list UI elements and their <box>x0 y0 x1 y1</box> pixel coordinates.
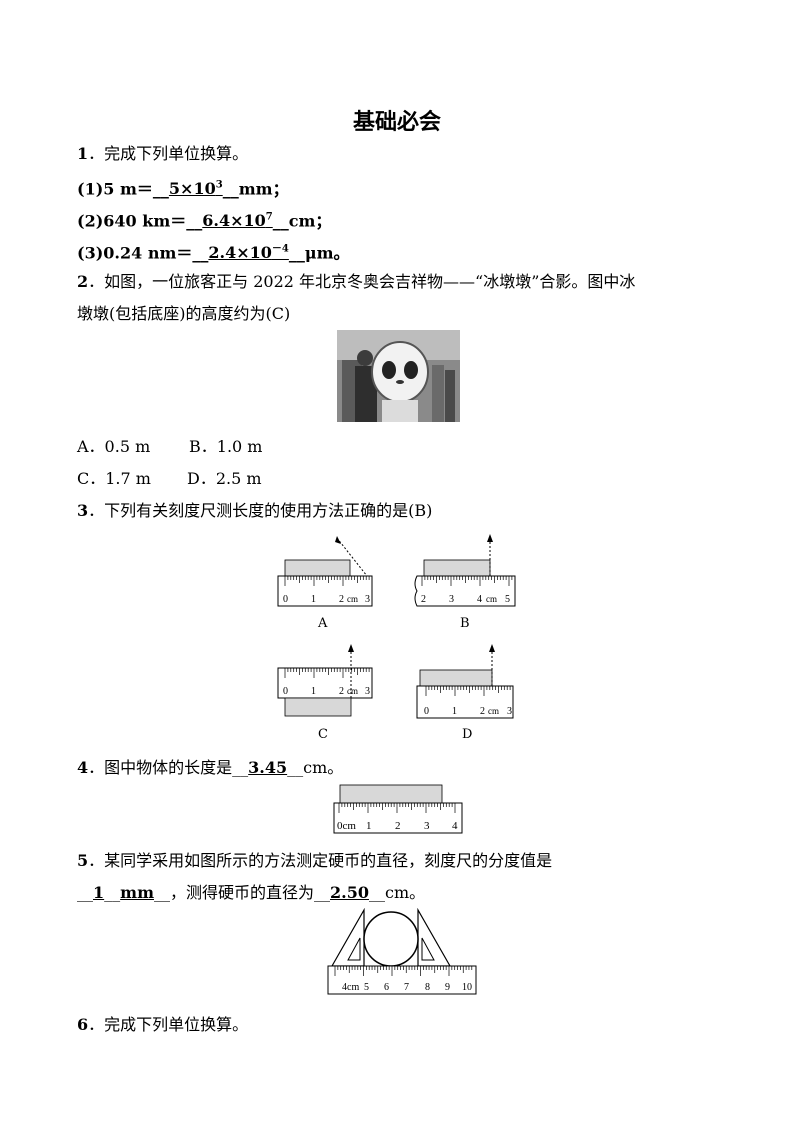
question-1-stem: 1．完成下列单位换算。 <box>77 144 249 163</box>
ruler-c-tick-3: 3 <box>365 686 370 697</box>
q5-tick-7: 7 <box>404 982 409 993</box>
figure-label-a: A <box>318 616 328 631</box>
question-2-stem-line-1: 2．如图，一位旅客正与 2022 年北京冬奥会吉祥物——“冰墩墩”合影。图中冰 <box>77 272 636 291</box>
ruler-c-unit: cm <box>347 686 358 696</box>
question-2-option-d: D．2.5 m <box>187 469 262 488</box>
ruler-a-unit: cm <box>347 594 358 604</box>
q5-tick-8: 8 <box>425 982 430 993</box>
question-2-option-c: C．1.7 m <box>77 469 151 488</box>
q4-tick-4: 4 <box>452 820 458 832</box>
q5-tick-6: 6 <box>384 982 389 993</box>
question-2-option-a: A．0.5 m <box>77 437 151 456</box>
q5-tick-10: 10 <box>462 982 472 993</box>
mascot-photo <box>337 330 460 422</box>
ruler-c-tick-0: 0 <box>283 686 288 697</box>
ruler-c-tick-2: 2 <box>339 686 344 697</box>
ruler-b-tick-5: 5 <box>505 594 510 605</box>
question-5-stem-line-1: 5．某同学采用如图所示的方法测定硬币的直径，刻度尺的分度值是 <box>77 851 553 870</box>
question-2-option-b: B．1.0 m <box>189 437 263 456</box>
ruler-c-tick-1: 1 <box>311 686 316 697</box>
ruler-b-unit: cm <box>486 594 497 604</box>
question-4-stem: 4．图中物体的长度是__3.45__cm。 <box>77 758 344 777</box>
figure-label-d: D <box>462 727 473 742</box>
figure-label-b: B <box>460 616 470 631</box>
figure-label-c: C <box>318 727 328 742</box>
ruler-b-tick-4: 4 <box>477 594 482 605</box>
question-1-item-3: (3)0.24 nm＝__2.4×10－4__μm。 <box>77 243 350 263</box>
ruler-d-tick-2: 2 <box>480 706 485 717</box>
ruler-b-tick-2: 2 <box>421 594 426 605</box>
ruler-a-tick-0: 0 <box>283 594 288 605</box>
question-3-stem: 3．下列有关刻度尺测长度的使用方法正确的是(B) <box>77 501 433 520</box>
ruler-d-tick-0: 0 <box>424 706 429 717</box>
page-title: 基础必会 <box>352 110 441 135</box>
ruler-figure-b: 2 3 4 cm 5 <box>414 534 516 607</box>
ruler-figure-a: 0 1 2 cm 3 <box>277 536 373 607</box>
question-5-stem-line-2: __1__mm__，测得硬币的直径为__2.50__cm。 <box>77 883 426 902</box>
ruler-a-tick-1: 1 <box>311 594 316 605</box>
ruler-b-tick-3: 3 <box>449 594 454 605</box>
ruler-d-unit: cm <box>488 706 499 716</box>
coin-measure-figure: 4cm 5 6 7 8 9 10 <box>327 908 477 995</box>
question-6-stem: 6．完成下列单位换算。 <box>77 1015 249 1034</box>
ruler-d-tick-3: 3 <box>507 706 512 717</box>
q5-tick-5: 5 <box>364 982 369 993</box>
question-1-item-2: (2)640 km＝__6.4×107__cm； <box>77 211 332 231</box>
ruler-d-tick-1: 1 <box>452 706 457 717</box>
q4-tick-2: 2 <box>395 820 401 832</box>
question-2-stem-line-2: 墩墩(包括底座)的高度约为(C) <box>77 304 291 323</box>
ruler-a-tick-3: 3 <box>365 594 370 605</box>
q5-tick-4: 4cm <box>342 982 359 993</box>
q5-tick-9: 9 <box>445 982 450 993</box>
ruler-a-tick-2: 2 <box>339 594 344 605</box>
ruler-figure-d: 0 1 2 cm 3 <box>416 644 514 719</box>
q4-tick-1: 1 <box>366 820 372 832</box>
q4-tick-3: 3 <box>424 820 430 832</box>
q4-tick-0: 0cm <box>337 820 356 832</box>
question-1-item-1: (1)5 m＝__5×103__mm； <box>77 179 289 199</box>
ruler-figure-q4: 0cm 1 2 3 4 <box>333 784 463 834</box>
ruler-figure-c: 0 1 2 cm 3 <box>277 644 373 717</box>
